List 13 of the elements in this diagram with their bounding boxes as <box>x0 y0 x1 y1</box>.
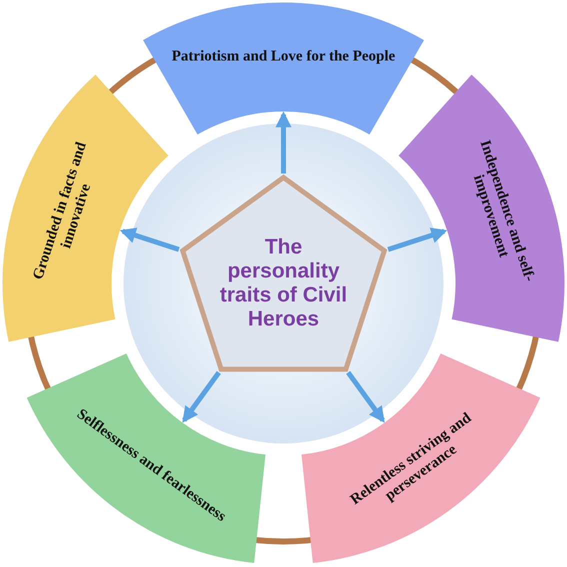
arrow <box>120 228 180 252</box>
arrow <box>182 371 221 423</box>
sector-panel <box>26 353 266 563</box>
sector-panel <box>2 74 168 342</box>
arrow <box>387 228 448 252</box>
sector-panel <box>398 74 564 342</box>
sector-panel <box>301 353 540 563</box>
center-pentagon <box>180 174 388 372</box>
trait-label: Patriotism and Love for the People <box>170 48 396 67</box>
arrow <box>346 371 385 423</box>
center-title: The personality traits of Civil Heroes <box>218 236 348 332</box>
sector-panel <box>143 2 424 135</box>
arrow <box>276 111 292 174</box>
